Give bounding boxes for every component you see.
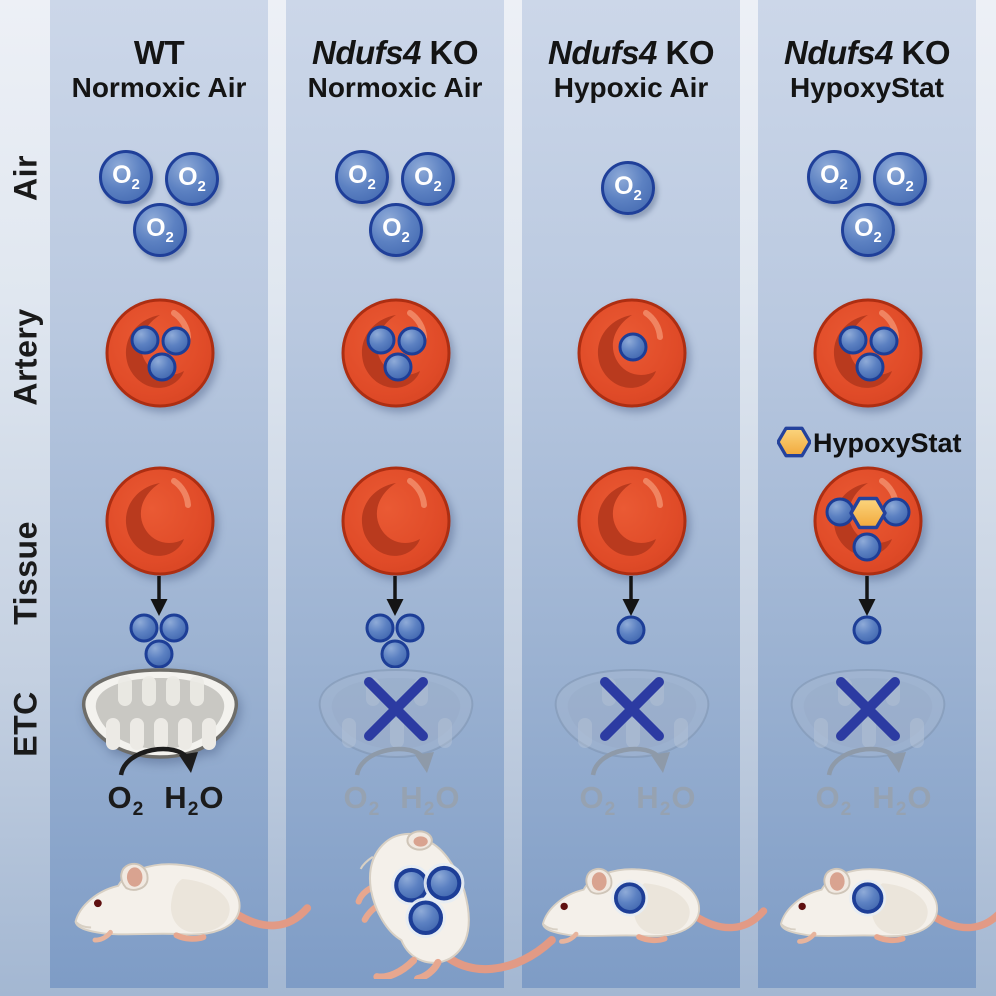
row-label-air: Air <box>7 155 44 201</box>
column-panel-wt-normoxic <box>50 0 268 988</box>
column-panel-ko-hypoxystat <box>758 0 976 988</box>
column-panel-ko-hypoxic <box>522 0 740 988</box>
row-label-etc: ETC <box>7 691 44 757</box>
row-label-artery: Artery <box>7 308 44 406</box>
row-label-tissue: Tissue <box>7 521 44 625</box>
column-panel-ko-normoxic <box>286 0 504 988</box>
